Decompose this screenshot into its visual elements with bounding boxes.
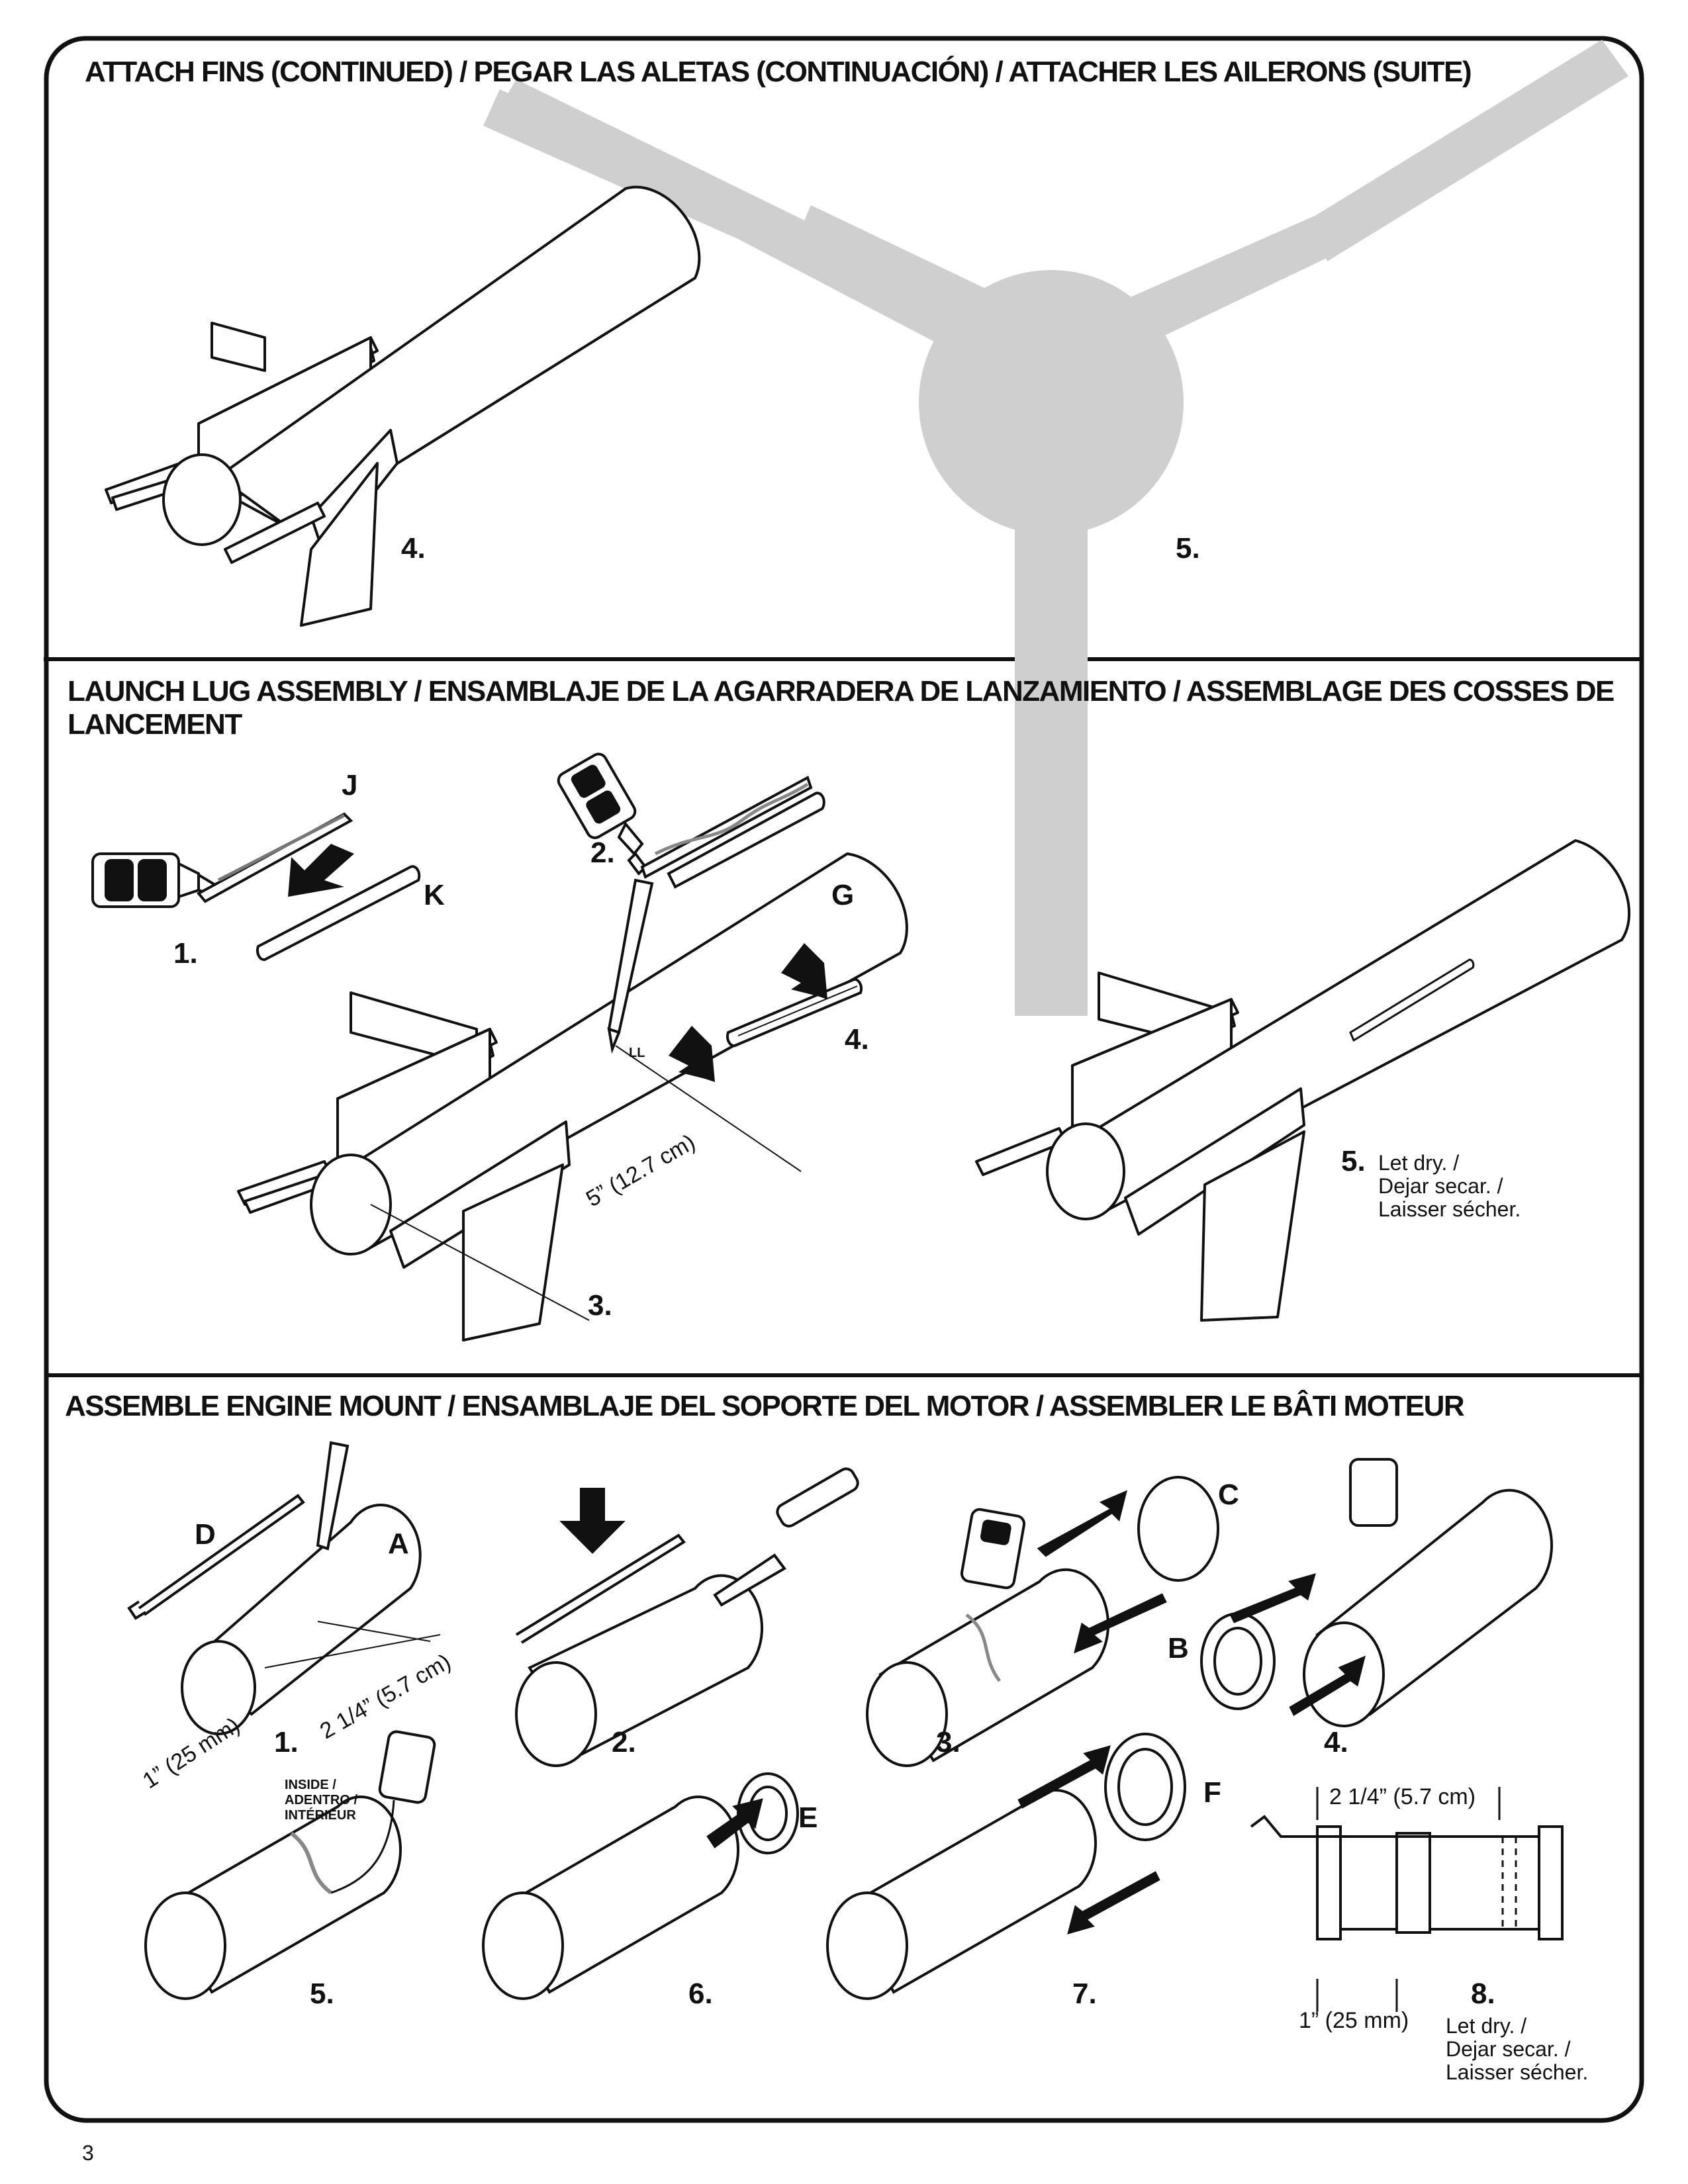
let-dry-note-launch-lug: Let dry. / Dejar secar. / Laisser sécher…: [1378, 1151, 1521, 1222]
part-label-f: F: [1203, 1776, 1221, 1809]
step-3-engine-mount: 3.: [936, 1726, 961, 1758]
step-4-engine-mount: 4.: [1324, 1726, 1348, 1758]
step-5-launch-lug: 5.: [1341, 1145, 1366, 1177]
arrow-step1: [288, 844, 354, 897]
inside-note-es: ADENTRO /: [285, 1793, 357, 1807]
part-label-k: K: [424, 879, 445, 911]
part-label-j: J: [342, 769, 358, 801]
section-title-launch-lug-line1: LAUNCH LUG ASSEMBLY / ENSAMBLAJE DE LA A…: [68, 675, 1615, 707]
dimension-1in-step8: 1” (25 mm): [1299, 2008, 1409, 2033]
engine-mount-step5: [144, 1730, 436, 2000]
section-title-engine-mount: ASSEMBLE ENGINE MOUNT / ENSAMBLAJE DEL S…: [65, 1390, 1465, 1422]
engine-mount-step6: [482, 1772, 799, 2000]
arrows-step4: [669, 943, 827, 1082]
lug-strip-j: [196, 812, 353, 903]
dimension-2-25in-step8: 2 1/4” (5.7 cm): [1329, 1784, 1476, 1809]
part-label-a: A: [388, 1527, 409, 1560]
step-5-engine-mount: 5.: [310, 1978, 334, 2010]
page-number: 3: [82, 2141, 94, 2165]
engine-tube-step3: [866, 1476, 1219, 1767]
engine-tube-step4: [1200, 1458, 1554, 1727]
step-5-attach-fins: 5.: [1176, 532, 1200, 565]
ll-mark: LL: [629, 1046, 645, 1060]
inside-note-fr: INTÉRIEUR: [285, 1808, 356, 1823]
step-8-engine-mount: 8.: [1471, 1978, 1495, 2010]
let-dry-line-es: Dejar secar. /: [1378, 1174, 1503, 1199]
body-tube-let-dry-drawing: [975, 839, 1630, 1322]
section-title-attach-fins: ATTACH FINS (CONTINUED) / PEGAR LAS ALET…: [85, 56, 1472, 88]
step-6-engine-mount: 6.: [688, 1978, 713, 2010]
body-tube-g-drawing: [237, 852, 908, 1342]
step-3-launch-lug: 3.: [588, 1289, 612, 1322]
let-dry-line-fr-2: Laisser sécher.: [1446, 2060, 1589, 2085]
engine-mount-step7: [826, 1733, 1186, 2000]
step-2-engine-mount: 2.: [612, 1726, 636, 1758]
part-label-c: C: [1218, 1479, 1239, 1511]
let-dry-note-engine-mount: Let dry. / Dejar secar. / Laisser sécher…: [1446, 2014, 1589, 2085]
part-label-e: E: [798, 1801, 818, 1834]
engine-mount-side-view: [1250, 1787, 1564, 2012]
launch-lug-tube: [726, 978, 863, 1048]
step-4-attach-fins: 4.: [401, 532, 426, 565]
glue-bottle-step1: [91, 852, 221, 908]
fin-alignment-guide: [483, 40, 1628, 1016]
inside-note-en: INSIDE /: [285, 1778, 336, 1792]
part-label-b: B: [1168, 1632, 1189, 1664]
let-dry-line-en: Let dry. /: [1378, 1151, 1460, 1175]
rocket-body-fins-drawing: [105, 185, 701, 627]
engine-tube-a-step1: [127, 1494, 441, 1735]
lug-tube-k: [256, 865, 421, 962]
engine-tube-step2: [515, 1467, 859, 1767]
step-2-launch-lug: 2.: [590, 837, 615, 869]
step-4-launch-lug: 4.: [845, 1023, 869, 1056]
let-dry-line-es-2: Dejar secar. /: [1446, 2037, 1571, 2062]
glue-bottle-step2: [557, 752, 825, 889]
inside-note: INSIDE / ADENTRO / INTÉRIEUR: [285, 1778, 357, 1823]
step-1-launch-lug: 1.: [173, 937, 198, 970]
pencil: [607, 878, 654, 1054]
part-label-d: D: [195, 1518, 216, 1551]
step-1-engine-mount: 1.: [274, 1726, 299, 1758]
let-dry-line-en-2: Let dry. /: [1446, 2014, 1527, 2038]
pencil-step1: [316, 1441, 350, 1551]
let-dry-line-fr: Laisser sécher.: [1378, 1197, 1521, 1222]
part-label-g: G: [831, 879, 855, 911]
step-7-engine-mount: 7.: [1072, 1978, 1097, 2010]
section-title-launch-lug-line2: LANCEMENT: [68, 708, 242, 741]
page-frame: [44, 36, 1644, 2123]
